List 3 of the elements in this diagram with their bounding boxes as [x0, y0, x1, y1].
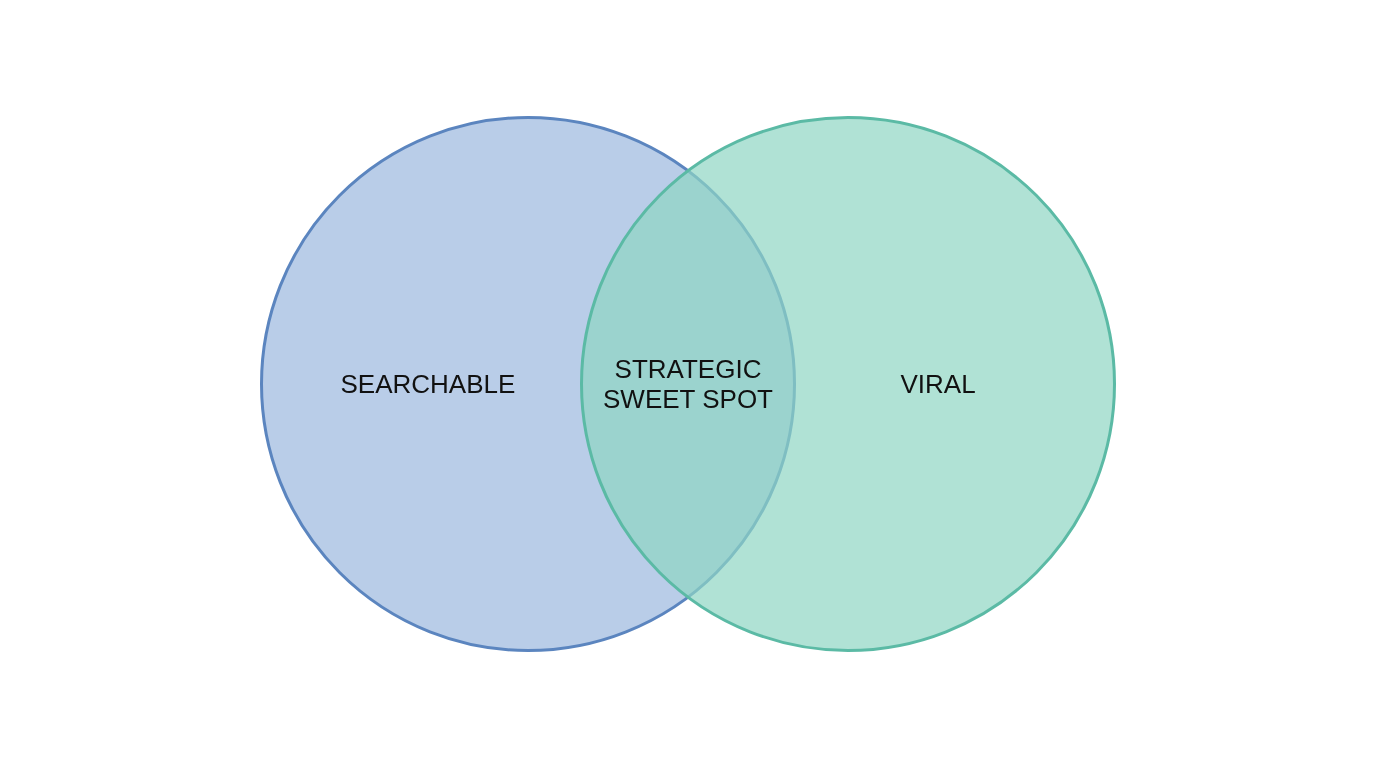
overlap-label: STRATEGIC SWEET SPOT — [602, 354, 774, 414]
circle-label: SEARCHABLE — [340, 369, 516, 399]
circle-label: VIRAL — [900, 369, 976, 399]
